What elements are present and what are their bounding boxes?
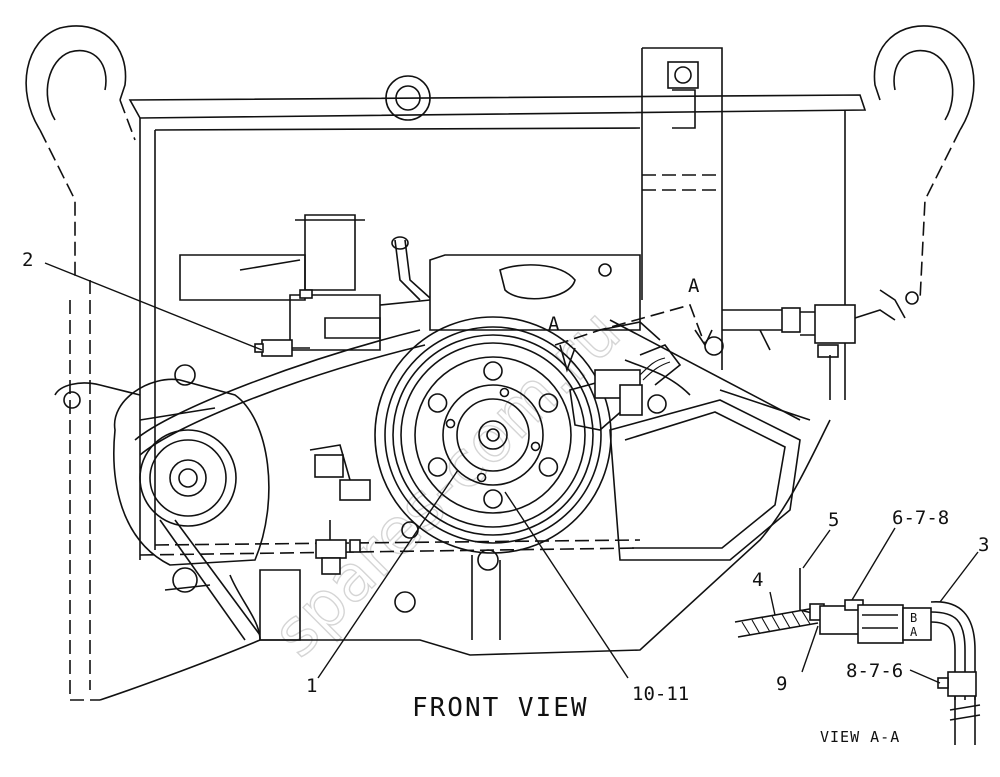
engine-front-drawing: A A [25,25,975,701]
pulley-bolt [530,441,541,452]
connector-pin-a: A [910,625,918,639]
left-frame [54,280,216,701]
leader-9 [801,625,819,673]
leader-6-7-8 [851,527,896,601]
right-lifting-eye [873,25,975,301]
watermark: spares-com.ru [258,295,635,672]
callout-10-11: 10-11 [632,683,689,705]
callout-4: 4 [752,569,763,591]
speed-sensor-bracket [569,321,724,431]
pulley-bolt [499,387,510,398]
fitting-left [254,339,310,357]
pulley-bolts [427,361,559,509]
front-view-title: FRONT VIEW [412,693,589,723]
crankshaft-pulley [374,316,612,554]
callouts: 2 1 10-11 5 6-7-8 3 4 9 8-7-6 [22,249,989,705]
pulley-bolt [483,361,503,381]
pulley-bolt [538,457,559,477]
left-lifting-eye [25,25,136,280]
pulley-bolt [476,472,487,483]
callout-5: 5 [828,509,839,531]
pulley-bolt [427,457,448,477]
callout-2: 2 [22,249,33,271]
section-letter-right: A [688,275,700,297]
section-indicator: A A [548,275,713,373]
upper-engine-block [379,254,641,331]
callout-9: 9 [776,673,787,695]
callout-6-7-8: 6-7-8 [892,507,949,529]
leader-8-7-6 [909,669,941,684]
sensor-wire [639,357,671,381]
pulley-bolt [483,489,503,509]
watermark-text: spares-com.ru [259,295,635,671]
radiator-frame [128,75,867,560]
oil-fittings [259,444,371,641]
section-letter-left: A [548,313,560,335]
pulley-bolt [538,393,559,413]
leader-5 [802,529,831,569]
pulley-bolt [445,418,456,429]
pulley-bolt [427,393,448,413]
view-a-a-title: VIEW A-A [820,728,900,746]
connector-pin-b: B [910,611,917,625]
view-a-a-detail: B A [734,568,981,745]
leader-lines [44,262,979,684]
leader-1 [317,469,459,679]
drive-belt [134,329,426,641]
front-cover [609,319,811,561]
thermostat-housing [179,214,381,351]
callout-1: 1 [306,675,317,697]
alternator [113,364,270,593]
right-coolant-pipe [722,289,919,400]
leader-10-11 [504,491,629,679]
callout-8-7-6: 8-7-6 [846,660,903,682]
top-right-bracket [641,47,723,370]
breather-tube [391,236,431,301]
leader-3 [939,551,979,603]
leader-4 [769,591,776,616]
leader-2 [44,262,263,351]
callout-3: 3 [978,534,989,556]
